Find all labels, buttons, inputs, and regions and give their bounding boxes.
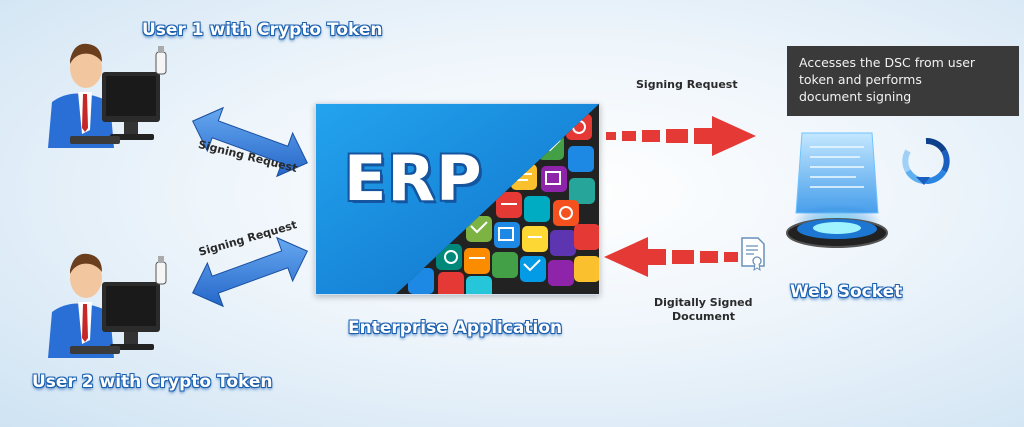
user-2-label: User 2 with Crypto Token [32, 372, 273, 392]
web-socket-hologram-icon [786, 132, 888, 248]
note-line-3: document signing [799, 89, 912, 104]
user-1 [30, 30, 180, 150]
user-1-label: User 1 with Crypto Token [142, 20, 383, 40]
erp-application-box: ERP [315, 103, 600, 295]
red-arrow-right-icon [606, 116, 756, 156]
web-socket-label: Web Socket [790, 282, 903, 302]
app-icons-collage-icon [316, 104, 599, 294]
signing-request-label-right: Signing Request [636, 78, 738, 91]
user-at-computer-icon [48, 253, 167, 358]
user-at-computer-icon [48, 43, 167, 148]
double-arrow-bottom-icon [191, 236, 309, 308]
websocket-description-note: Accesses the DSC from user token and per… [787, 46, 1019, 116]
signed-document-icon [741, 237, 765, 272]
digitally-signed-label-line1: Digitally Signed [654, 296, 753, 309]
note-line-2: token and performs [799, 72, 922, 87]
erp-logo-text: ERP [344, 142, 483, 215]
double-arrow-top-icon [191, 106, 309, 178]
red-arrow-left-icon [604, 237, 754, 277]
enterprise-application-label: Enterprise Application [348, 318, 563, 338]
user-2 [30, 240, 180, 360]
sync-progress-icon [902, 138, 950, 185]
digitally-signed-label-line2: Document [672, 310, 736, 323]
note-line-1: Accesses the DSC from user [799, 55, 976, 70]
